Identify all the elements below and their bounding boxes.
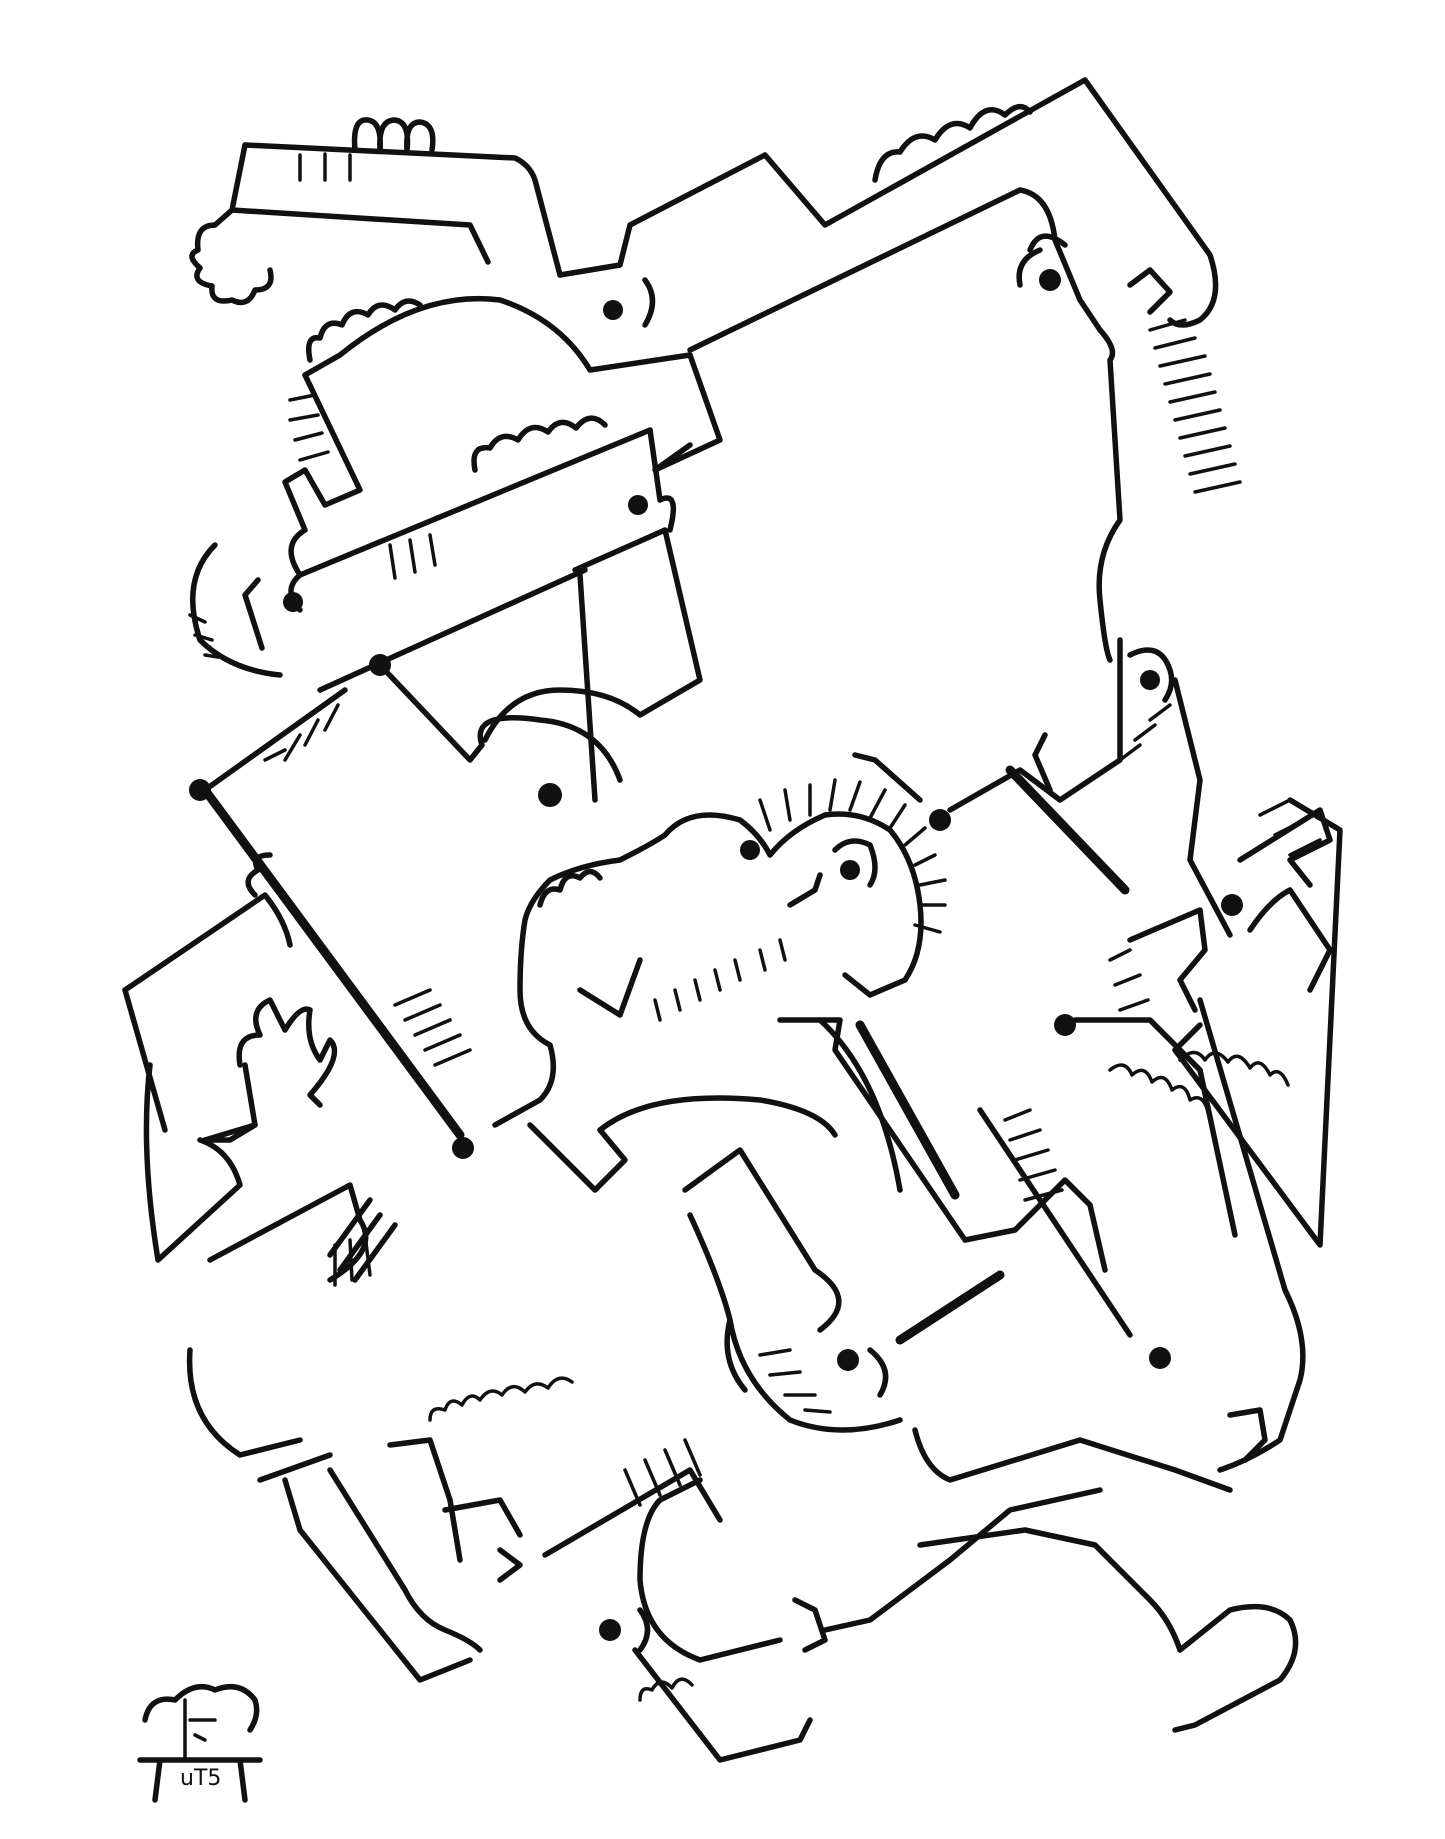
top-center-ear	[603, 233, 1068, 328]
left-ear	[188, 542, 283, 678]
lower-right-arms	[912, 997, 1306, 1493]
signature-text: uT5	[180, 1766, 221, 1791]
upper-left-block	[282, 295, 723, 807]
lower-left-hand	[143, 997, 398, 1287]
left-body-block	[122, 687, 474, 1159]
top-left-arm	[189, 117, 563, 306]
middle-structure	[527, 1017, 1005, 1433]
right-triangle	[1054, 797, 1343, 1248]
bottom-center-legs	[542, 1438, 1299, 1763]
bottom-left-legs	[186, 1347, 574, 1683]
top-right-arm	[557, 77, 1242, 663]
right-column	[852, 637, 1333, 993]
center-face	[492, 778, 947, 1128]
artist-signature: uT5	[137, 1683, 263, 1803]
